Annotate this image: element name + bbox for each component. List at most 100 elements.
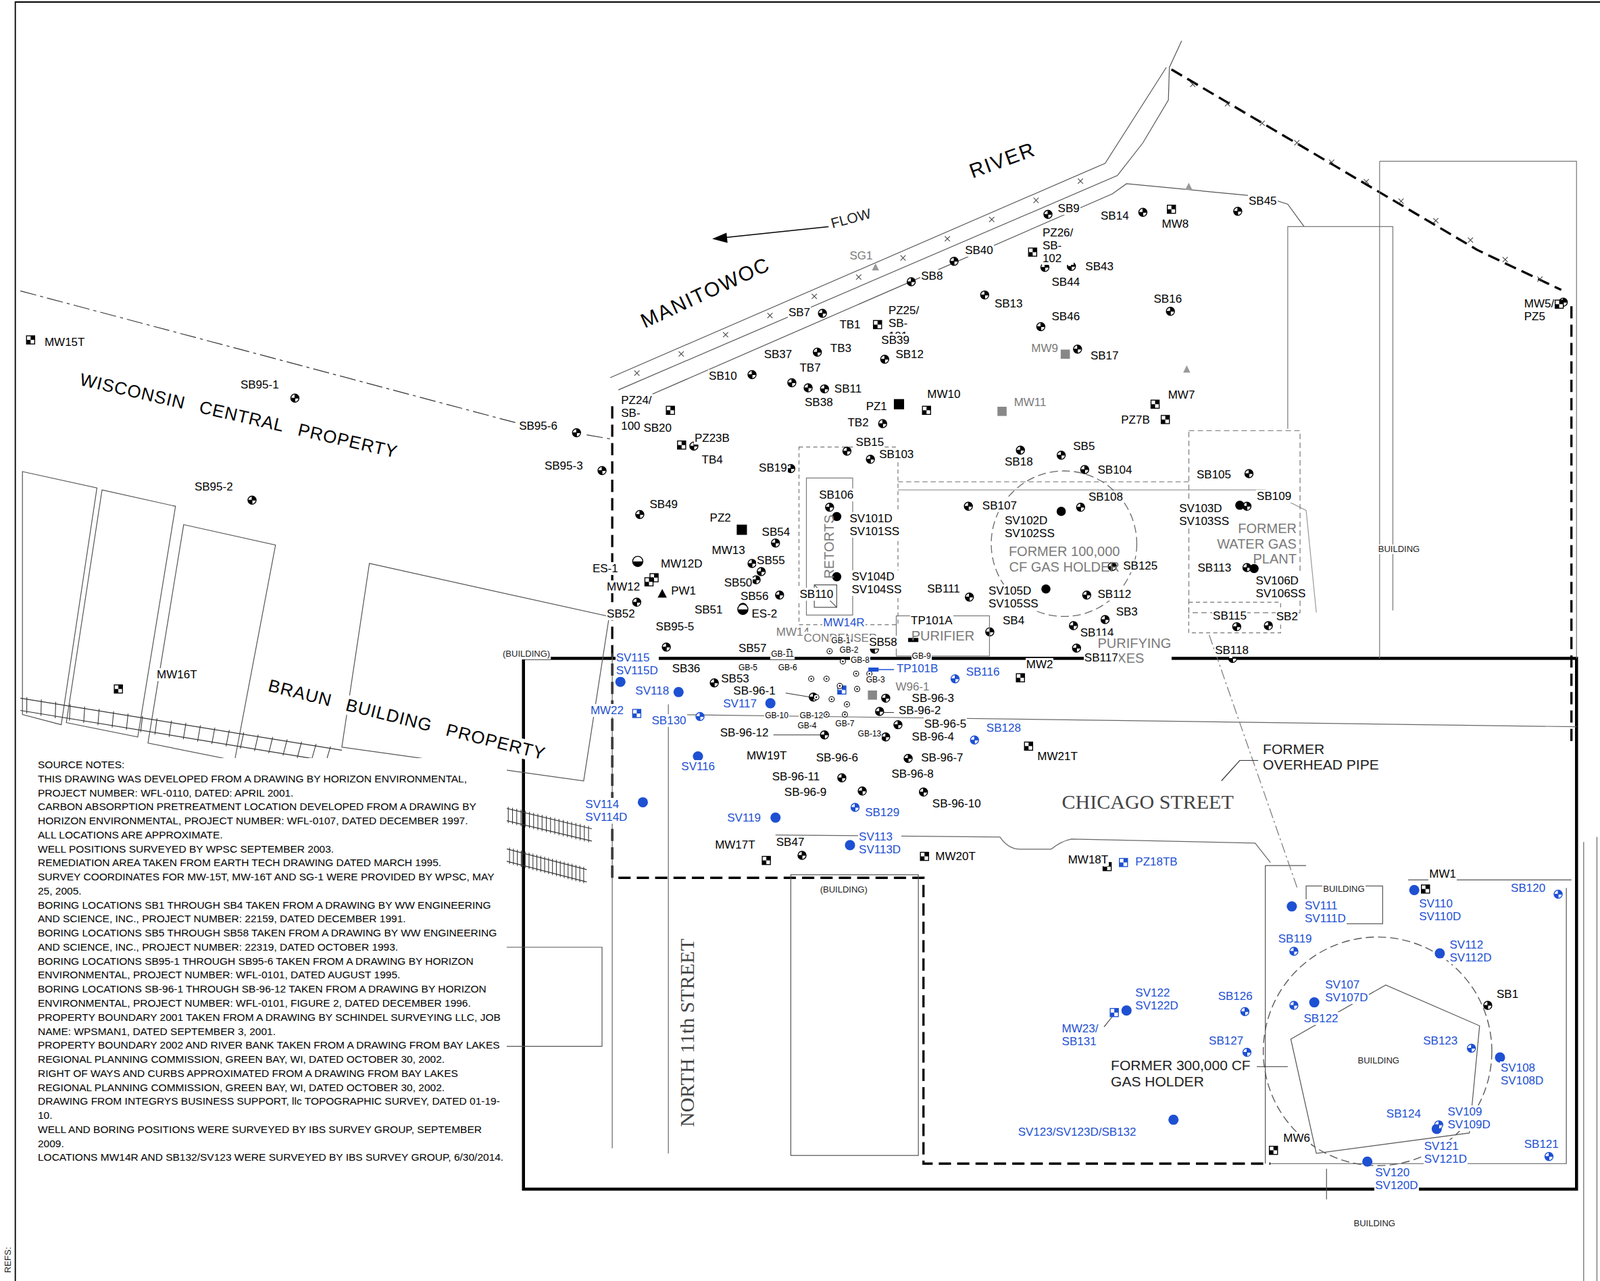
sample-id: TB4 bbox=[701, 453, 724, 467]
sample-id: SB130 bbox=[651, 714, 688, 728]
map-linework bbox=[15, 2, 1600, 1281]
boring-symbol bbox=[1233, 207, 1242, 216]
boring-symbol bbox=[1101, 615, 1110, 624]
fence-mark bbox=[1537, 276, 1543, 282]
boring-symbol bbox=[786, 464, 795, 473]
rail-tie bbox=[567, 862, 569, 880]
sample-id: SB20 bbox=[642, 421, 673, 435]
rail-tie bbox=[254, 734, 259, 751]
boring-symbol bbox=[818, 309, 827, 318]
sample-id: SB54 bbox=[761, 525, 792, 539]
soil-vapor-point-symbol bbox=[1309, 997, 1320, 1008]
former-structure-outline bbox=[1188, 602, 1281, 633]
rail-tie bbox=[541, 814, 543, 832]
fence-mark bbox=[1329, 159, 1335, 165]
rail-tie bbox=[525, 810, 526, 828]
sample-id: SB105 bbox=[1195, 468, 1232, 482]
monitoring-well-symbol bbox=[114, 685, 123, 694]
rail-tie bbox=[588, 826, 590, 843]
grab-sample-symbol bbox=[813, 694, 819, 700]
leader-line bbox=[773, 693, 1113, 1028]
abandoned-well-symbol bbox=[867, 690, 878, 700]
sample-id: MW13 bbox=[711, 543, 746, 557]
sample-id: SB110 bbox=[798, 587, 834, 601]
sample-id: SB-96-6 bbox=[815, 751, 859, 765]
rail-tie bbox=[583, 866, 584, 884]
boring-symbol bbox=[1080, 465, 1089, 474]
extraction-well-symbol bbox=[632, 556, 643, 567]
sample-id: SV120 SV120D bbox=[1374, 1166, 1419, 1192]
sample-id: PZ23B bbox=[693, 431, 731, 445]
sample-id: SB113 bbox=[1196, 561, 1232, 575]
sample-id: MW16T bbox=[156, 668, 198, 682]
rail-tie bbox=[183, 722, 186, 740]
rail-tie bbox=[516, 808, 517, 825]
grab-sample-id: GB-3 bbox=[865, 675, 886, 685]
sample-id: SB49 bbox=[648, 497, 679, 511]
sample-id: SB128 bbox=[985, 721, 1022, 735]
former-gas-holder-outline bbox=[1263, 937, 1492, 1166]
river-bank bbox=[610, 67, 1167, 378]
rail-tie bbox=[97, 708, 100, 725]
boring-symbol bbox=[964, 502, 973, 511]
rail-tie bbox=[575, 864, 577, 882]
boring-symbol bbox=[1082, 591, 1091, 600]
sample-id: SB122 bbox=[1303, 1012, 1340, 1025]
grab-sample-id: GB-9 bbox=[911, 652, 932, 661]
monitoring-well-symbol bbox=[1119, 858, 1128, 867]
soil-vapor-point-symbol bbox=[637, 797, 648, 808]
rail-tie bbox=[571, 863, 573, 880]
note-text: WELL POSITIONS SURVEYED BY WPSC SEPTEMBE… bbox=[33, 842, 507, 857]
sample-id: SB36 bbox=[671, 662, 702, 675]
sample-id: MW7 bbox=[1167, 388, 1196, 402]
sample-id: SB126 bbox=[1217, 989, 1254, 1003]
boring-symbol bbox=[951, 675, 960, 684]
soil-vapor-point-symbol bbox=[1121, 1005, 1132, 1016]
rail-tie bbox=[533, 812, 534, 830]
survey-marker-symbol bbox=[1183, 365, 1191, 373]
soil-vapor-point-symbol bbox=[615, 677, 626, 688]
sample-id: SV114 SV114D bbox=[584, 797, 628, 824]
sample-id: SB108 bbox=[1087, 490, 1124, 504]
sample-id: SB51 bbox=[693, 603, 724, 617]
sample-id: SB5 bbox=[1072, 439, 1096, 453]
sample-pointer bbox=[877, 668, 894, 671]
former-structure-outline bbox=[897, 481, 1189, 482]
sample-id: SB-96-10 bbox=[931, 797, 982, 811]
boring-symbol bbox=[820, 385, 829, 394]
grab-sample-symbol bbox=[827, 648, 833, 655]
street-name: NORTH 11th STREET bbox=[675, 937, 699, 1128]
monitoring-well-symbol bbox=[922, 406, 931, 415]
boring-symbol bbox=[771, 539, 780, 548]
sample-id: SB109 bbox=[1256, 489, 1292, 503]
grab-sample-id: GB-11 bbox=[770, 650, 795, 659]
sample-id: SB19 bbox=[758, 461, 788, 475]
sample-id: SB95-1 bbox=[239, 378, 280, 392]
boring-symbol bbox=[907, 277, 916, 286]
grab-sample-id: GB-12 bbox=[798, 711, 824, 721]
boring-symbol bbox=[797, 851, 807, 860]
abandoned-well-symbol bbox=[1060, 349, 1071, 359]
rail-tie bbox=[197, 725, 200, 742]
note-text: BORING LOCATIONS SB5 THROUGH SB58 TAKEN … bbox=[33, 926, 507, 955]
survey-marker-symbol bbox=[1185, 182, 1193, 190]
fence-mark bbox=[678, 351, 684, 357]
fence-mark bbox=[989, 216, 995, 223]
boring-symbol bbox=[878, 419, 887, 428]
boring-symbol bbox=[1016, 445, 1025, 455]
sample-id: SB43 bbox=[1084, 260, 1115, 273]
railroad-centerline bbox=[20, 291, 611, 440]
flow-arrowhead bbox=[712, 232, 728, 243]
rail-tie bbox=[54, 702, 57, 719]
sample-id: SV115 SV115D bbox=[615, 651, 659, 678]
rail-tie bbox=[562, 820, 564, 837]
fence-mark bbox=[1363, 179, 1369, 185]
building-outline bbox=[22, 471, 609, 782]
monitoring-well-symbol bbox=[1421, 885, 1430, 894]
rail-tie bbox=[528, 852, 530, 869]
boring-symbol bbox=[1264, 621, 1273, 630]
monitoring-well-symbol bbox=[873, 320, 882, 329]
sample-id: TB2 bbox=[846, 416, 869, 430]
rail-tie bbox=[544, 856, 546, 873]
boring-symbol bbox=[662, 643, 671, 652]
